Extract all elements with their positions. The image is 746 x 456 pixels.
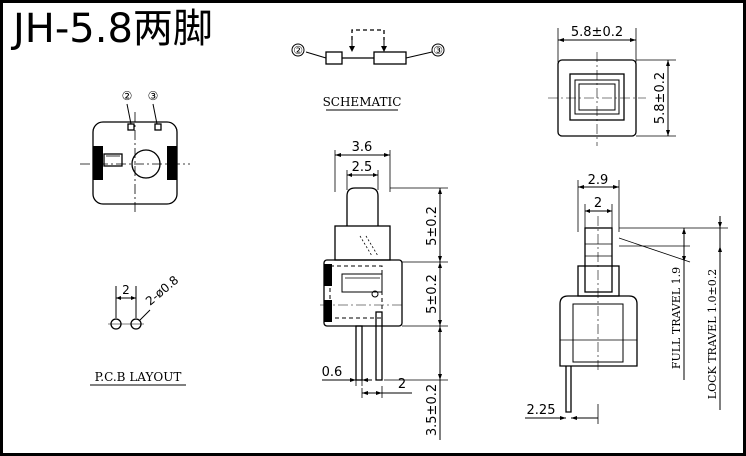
top-view: ② ③ (80, 89, 190, 215)
body-width: 5.8±0.2 (571, 25, 623, 40)
pcb-holes: 2-ø0.8 (143, 273, 181, 308)
front-lock-travel: LOCK TRAVEL 1.0±0.2 (706, 269, 719, 399)
pcb-spacing: 2 (122, 283, 130, 297)
side-pin-width: 0.6 (322, 365, 343, 380)
side-width-inner: 2.5 (352, 160, 373, 175)
pcb-layout: 2 2-ø0.8 P.C.B LAYOUT (90, 273, 186, 386)
side-width-outer: 3.6 (352, 140, 373, 155)
front-full-travel: FULL TRAVEL 1.9 (670, 267, 683, 369)
schematic-pin-left: ② (293, 44, 303, 57)
schematic-symbol: ② ③ SCHEMATIC (291, 29, 445, 111)
side-height-middle: 5±0.2 (425, 274, 440, 314)
front-pin-offset: 2.25 (527, 403, 556, 418)
top-pin-b-label: ③ (148, 89, 159, 103)
technical-drawing: ② ③ SCHEMATIC ② ③ (80, 25, 728, 440)
schematic-label: SCHEMATIC (323, 95, 402, 109)
front-view: 2.9 2 2.25 (525, 173, 728, 424)
part-title: JH-5.8两脚 (13, 6, 213, 52)
pcb-label: P.C.B LAYOUT (95, 370, 182, 384)
side-height-lower: 3.5±0.2 (425, 384, 440, 436)
body-top-view: 5.8±0.2 5.8±0.2 (548, 25, 676, 146)
top-pin-a-label: ② (122, 89, 133, 103)
side-pin-spacing: 2 (398, 377, 406, 392)
front-width-inner: 2 (594, 196, 602, 211)
side-view: 3.6 2.5 (320, 140, 448, 440)
schematic-pin-right: ③ (433, 44, 443, 57)
body-height: 5.8±0.2 (653, 72, 668, 124)
front-width-outer: 2.9 (588, 173, 609, 188)
side-height-upper: 5±0.2 (425, 206, 440, 246)
